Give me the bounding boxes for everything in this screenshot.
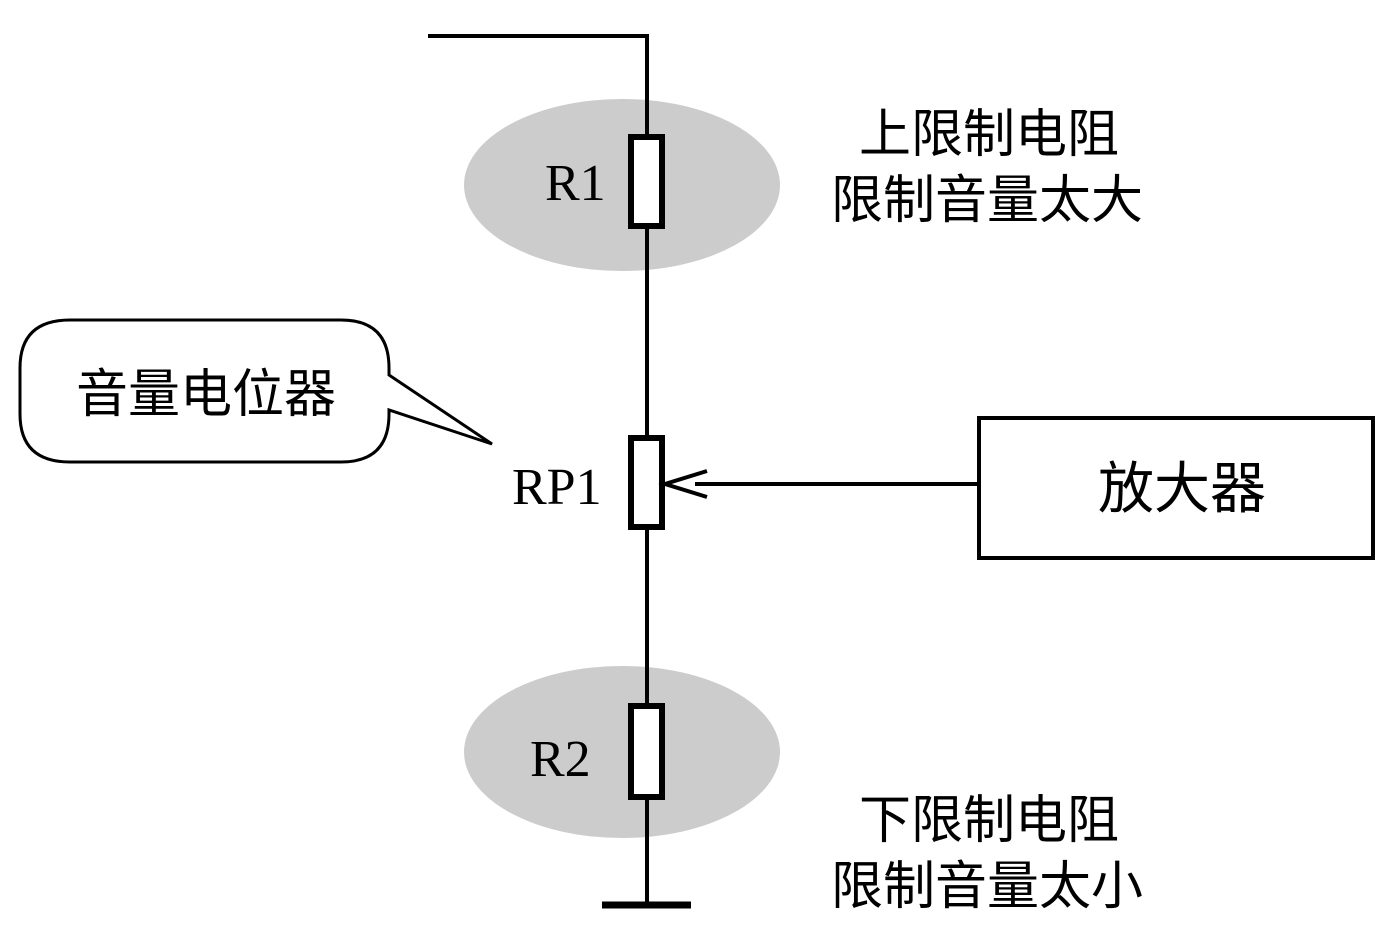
lower-annotation-line1: 下限制电阻 <box>859 791 1119 851</box>
r2-highlight <box>464 666 780 838</box>
amplifier-box <box>977 416 1375 560</box>
upper-annotation-line1: 上限制电阻 <box>859 105 1119 165</box>
rp1-potentiometer <box>628 435 665 530</box>
r2-resistor <box>628 703 665 800</box>
callout-bubble <box>18 318 493 464</box>
r1-resistor <box>628 134 665 229</box>
supply-wire <box>428 34 649 137</box>
amplifier-label: 放大器 <box>1098 457 1266 522</box>
lower-annotation-line2: 限制音量太小 <box>831 857 1143 917</box>
r1-label: R1 <box>545 155 606 212</box>
wiper-arrow-icon <box>658 469 708 499</box>
r2-label: R2 <box>530 731 591 788</box>
callout-text: 音量电位器 <box>76 365 336 425</box>
r1-highlight <box>464 99 780 271</box>
upper-annotation-line2: 限制音量太大 <box>831 171 1143 231</box>
rp1-label: RP1 <box>512 459 602 516</box>
